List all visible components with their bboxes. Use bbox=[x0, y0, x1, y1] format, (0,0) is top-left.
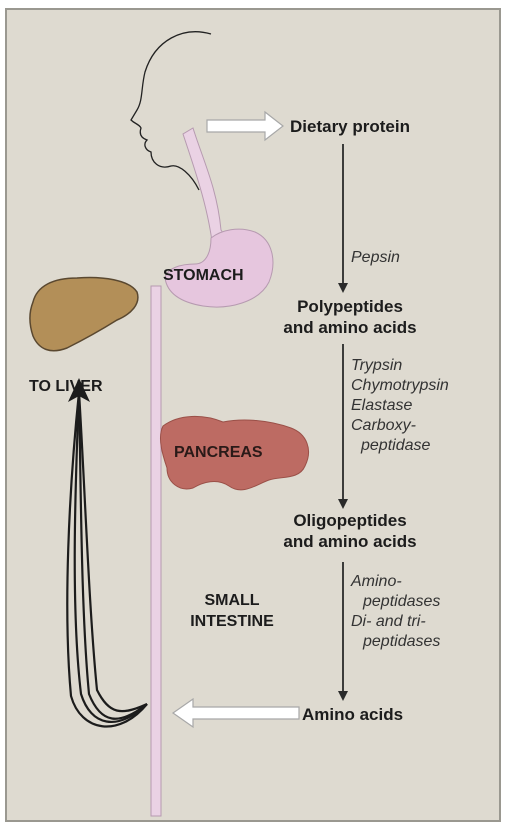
enzyme-pepsin: Pepsin bbox=[351, 248, 400, 268]
label-polypeptides-line2: and amino acids bbox=[269, 317, 431, 338]
label-polypeptides: Polypeptides and amino acids bbox=[269, 296, 431, 338]
label-small-intestine: SMALL INTESTINE bbox=[177, 590, 287, 632]
label-to-liver: TO LIVER bbox=[29, 376, 103, 397]
enzyme-trypsin: Trypsin bbox=[351, 356, 449, 376]
small-intestine-tube bbox=[151, 286, 161, 816]
enzyme-elastase: Elastase bbox=[351, 396, 449, 416]
label-pancreas: PANCREAS bbox=[174, 442, 263, 463]
label-stomach: STOMACH bbox=[163, 265, 244, 286]
enzyme-chymotrypsin: Chymotrypsin bbox=[351, 376, 449, 396]
enzyme-di-tri: Di- and tri- bbox=[351, 612, 440, 632]
label-small-intestine-line1: SMALL bbox=[177, 590, 287, 611]
portal-curve-1 bbox=[75, 392, 147, 722]
enzyme-di-tripeptidases: peptidases bbox=[351, 632, 440, 652]
portal-curve-2 bbox=[79, 392, 147, 719]
enzyme-amino: Amino- bbox=[351, 572, 440, 592]
label-amino-acids: Amino acids bbox=[302, 704, 403, 725]
label-oligopeptides-line1: Oligopeptides bbox=[269, 510, 431, 531]
label-small-intestine-line2: INTESTINE bbox=[177, 611, 287, 632]
enzyme-peptidase: peptidase bbox=[351, 436, 449, 456]
label-dietary-protein: Dietary protein bbox=[290, 116, 410, 137]
pancreatic-enzymes-list: Trypsin Chymotrypsin Elastase Carboxy- p… bbox=[351, 356, 449, 456]
label-oligopeptides-line2: and amino acids bbox=[269, 531, 431, 552]
portal-curve-3 bbox=[79, 392, 147, 711]
label-oligopeptides: Oligopeptides and amino acids bbox=[269, 510, 431, 552]
enzyme-carboxy: Carboxy- bbox=[351, 416, 449, 436]
liver-icon bbox=[30, 278, 138, 351]
intestinal-enzymes-list: Amino- peptidases Di- and tri- peptidase… bbox=[351, 572, 440, 652]
ingestion-hollow-arrow bbox=[207, 112, 283, 140]
protein-digestion-diagram: Dietary protein Pepsin Polypeptides and … bbox=[5, 8, 501, 822]
label-polypeptides-line1: Polypeptides bbox=[269, 296, 431, 317]
enzyme-aminopeptidases: peptidases bbox=[351, 592, 440, 612]
absorption-hollow-arrow bbox=[173, 699, 299, 727]
